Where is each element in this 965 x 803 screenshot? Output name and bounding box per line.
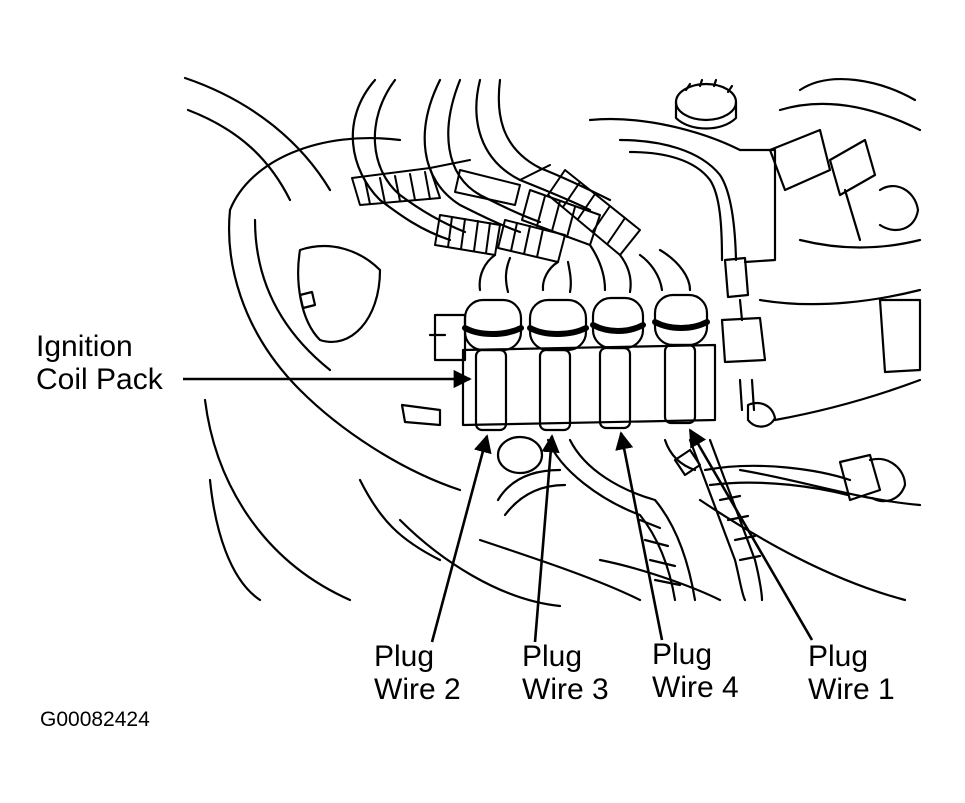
figure-code: G00082424: [40, 708, 150, 731]
oil-filler-cap: [674, 78, 738, 130]
wiring-harness: [496, 256, 907, 602]
spark-plug-wires: [351, 78, 738, 262]
ignition-coil-pack-label: Ignition Coil Pack: [36, 330, 163, 396]
coil-boot-elbows: [478, 243, 692, 294]
ignition-coil-pack: [298, 290, 717, 432]
engine-block-outline: [183, 76, 922, 608]
plug-wire-2-label: Plug Wire 2: [374, 640, 461, 706]
callout-arrows: [183, 369, 814, 643]
plug-wire-4-arrow: [615, 431, 664, 641]
plug-wire-1-label: Plug Wire 1: [808, 640, 895, 706]
plug-wire-1-arrow: [688, 428, 814, 641]
plug-wire-3-label: Plug Wire 3: [522, 640, 609, 706]
plug-wire-4-label: Plug Wire 4: [652, 638, 739, 704]
plug-wire-3-arrow: [533, 434, 560, 643]
plug-wire-2-arrow: [430, 434, 492, 643]
